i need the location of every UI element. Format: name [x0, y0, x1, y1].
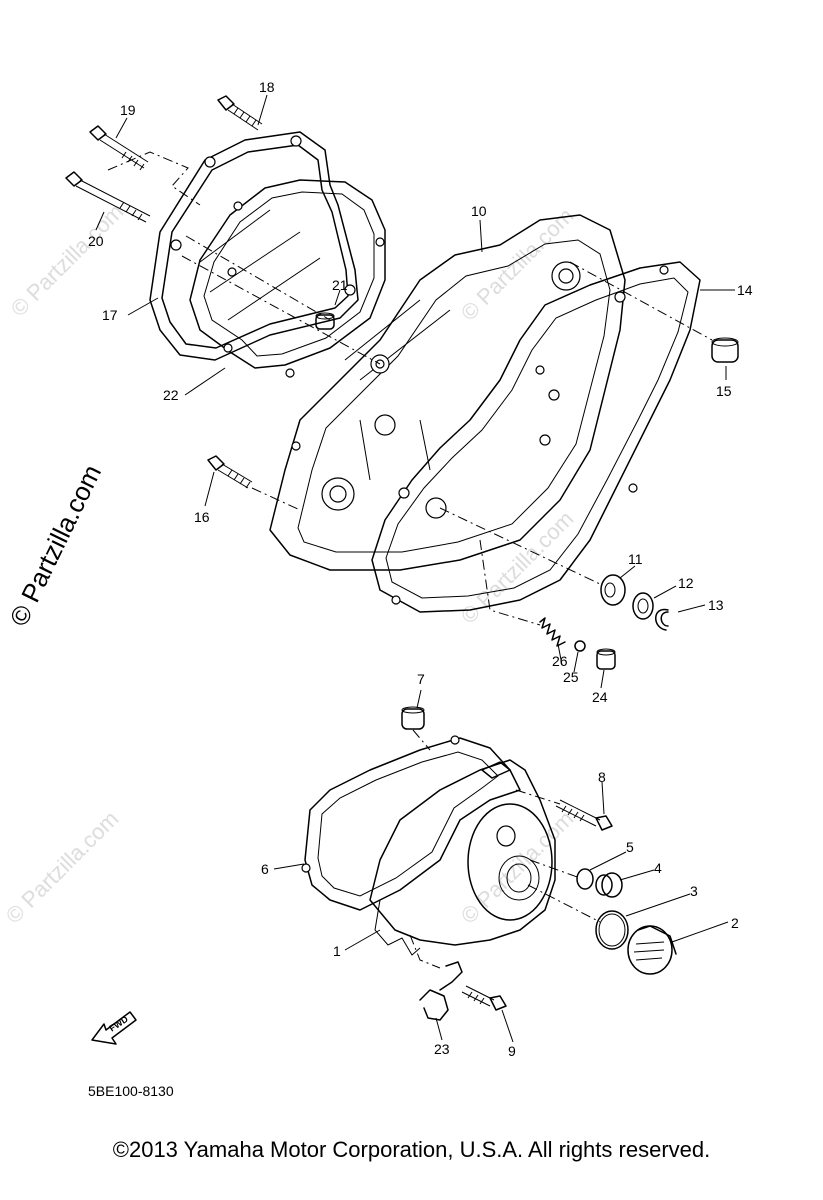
- part-9-bolt: [461, 985, 507, 1011]
- callout-8: 8: [598, 769, 606, 785]
- callout-18: 18: [259, 79, 275, 95]
- part-11-oil-seal: [600, 574, 626, 606]
- part-24-plug: [596, 648, 616, 670]
- part-10-crankcase-cover: [269, 214, 626, 571]
- part-22-gasket: [189, 179, 386, 378]
- fwd-label: FWD: [107, 1014, 130, 1034]
- callout-11: 11: [628, 551, 643, 567]
- callout-3: 3: [690, 883, 698, 899]
- callout-23: 23: [434, 1041, 450, 1057]
- callout-4: 4: [654, 860, 662, 876]
- part-16-bolt: [207, 455, 253, 489]
- callout-9: 9: [508, 1043, 516, 1059]
- part-26-spring: [539, 617, 566, 647]
- part-3-o-ring: [595, 910, 629, 950]
- callout-5: 5: [626, 839, 634, 855]
- watermark-faint-3: © Partzilla.com: [456, 506, 579, 629]
- callout-7: 7: [417, 671, 425, 687]
- callout-26: 26: [552, 653, 568, 669]
- part-14-gasket: [371, 261, 701, 613]
- part-23-clip: [419, 961, 463, 1021]
- watermark-faint-5: © Partzilla.com: [456, 806, 579, 929]
- part-5-o-ring: [576, 868, 594, 890]
- callout-17: 17: [102, 307, 118, 323]
- part-4-plug: [595, 872, 623, 898]
- figure-code: 5BE100-8130: [88, 1083, 174, 1099]
- callout-24: 24: [592, 689, 608, 705]
- part-1-cover: [369, 759, 556, 956]
- callout-6: 6: [261, 861, 269, 877]
- part-12-washer: [632, 592, 654, 620]
- part-15-dowel: [711, 337, 739, 363]
- watermark-faint-1: © Partzilla.com: [6, 199, 129, 322]
- part-18-bolt: [217, 95, 263, 131]
- lower-alignment-lines: [409, 729, 601, 969]
- callout-19: 19: [120, 102, 136, 118]
- callout-12: 12: [678, 575, 694, 591]
- part-20-bolt: [65, 171, 151, 223]
- callout-25: 25: [563, 669, 579, 685]
- copyright-notice: ©2013 Yamaha Motor Corporation, U.S.A. A…: [112, 1137, 711, 1162]
- fwd-arrow-icon: FWD: [91, 1011, 137, 1045]
- callout-22: 22: [163, 387, 179, 403]
- upper-alignment-lines: [107, 151, 713, 626]
- part-25-ball: [574, 640, 586, 652]
- part-8-bolt: [555, 799, 613, 831]
- callout-13: 13: [708, 597, 724, 613]
- part-13-circlip: [655, 608, 669, 631]
- callout-21: 21: [332, 277, 348, 293]
- callout-1: 1: [333, 943, 341, 959]
- callout-20: 20: [88, 233, 104, 249]
- callout-14: 14: [737, 282, 753, 298]
- part-6-gasket: [301, 735, 521, 911]
- leader-lines: [95, 94, 735, 1043]
- callout-2: 2: [731, 915, 739, 931]
- watermark-faint-4: © Partzilla.com: [1, 806, 124, 929]
- faint-watermarks: © Partzilla.com © Partzilla.com © Partzi…: [1, 199, 579, 929]
- part-2-cap: [627, 925, 677, 975]
- callout-15: 15: [716, 383, 732, 399]
- part-17-cover: [149, 131, 359, 361]
- callout-16: 16: [194, 509, 210, 525]
- watermark-main: © Partzilla.com: [3, 460, 107, 631]
- part-19-bolt: [89, 125, 149, 171]
- part-21-dowel: [315, 312, 335, 330]
- callout-10: 10: [471, 203, 487, 219]
- part-7-dowel: [401, 706, 425, 730]
- callout-labels: 18 19 20 17 21 22 10 14 15 16 11 12 13 2…: [88, 79, 753, 1059]
